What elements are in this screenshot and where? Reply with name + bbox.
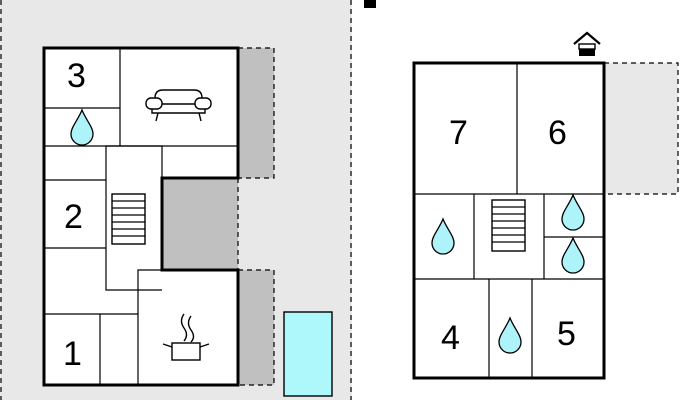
pool	[283, 311, 333, 397]
terrace-bottom-outline	[238, 269, 275, 386]
room-label-2: 2	[64, 198, 83, 236]
water-drop-icon	[70, 108, 94, 146]
terrace-bottom	[238, 270, 274, 385]
house-left: 3 2 1	[42, 46, 275, 387]
stairs-icon	[111, 193, 146, 245]
water-drop-icon	[561, 193, 585, 231]
terrace-top	[238, 48, 274, 178]
terrace-top-outline	[238, 47, 275, 179]
water-drop-icon	[431, 217, 455, 255]
water-drop-icon	[561, 236, 585, 274]
water-drop-icon	[498, 316, 522, 354]
terrace-middle	[162, 178, 238, 270]
terrace-right-outline	[604, 62, 679, 195]
house-right: 7 6 4 5	[412, 31, 679, 380]
room-label-3: 3	[67, 57, 86, 95]
house-marker-icon	[573, 31, 601, 56]
sofa-icon	[145, 89, 212, 122]
terrace-right	[604, 63, 678, 194]
house-right-interior-walls	[414, 63, 604, 378]
top-marker	[364, 0, 376, 8]
cooking-pot-icon	[162, 313, 210, 361]
room-label-1: 1	[63, 335, 82, 373]
room-label-6: 6	[548, 114, 567, 152]
house-left-interior-walls	[44, 48, 238, 385]
house-right-outer-wall	[412, 61, 606, 380]
room-label-4: 4	[441, 319, 460, 357]
stairs-icon	[491, 199, 526, 252]
house-left-outer-wall	[42, 46, 240, 387]
room-label-5: 5	[557, 315, 576, 353]
room-label-7: 7	[449, 114, 468, 152]
